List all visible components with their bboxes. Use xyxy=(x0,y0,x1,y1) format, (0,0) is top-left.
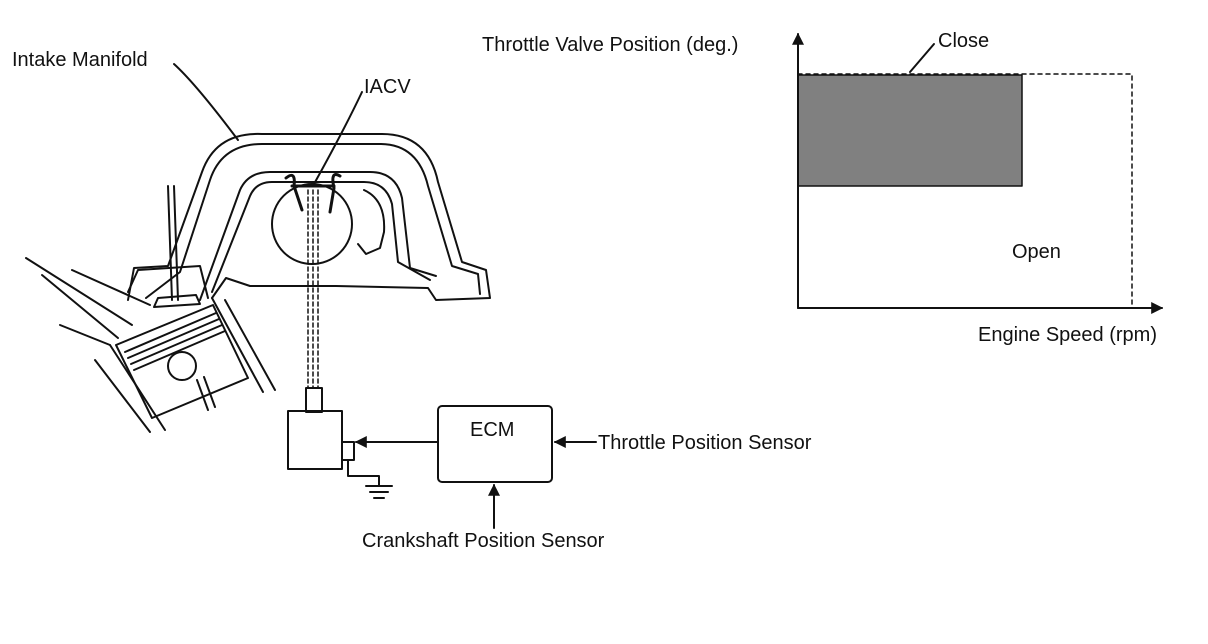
ecm-label: ECM xyxy=(470,419,515,441)
iacv-bypass-valve xyxy=(284,173,342,214)
close-leader xyxy=(909,43,935,73)
intake-manifold xyxy=(127,132,491,301)
iacv-label: IACV xyxy=(364,76,411,98)
graph-close-label: Close xyxy=(938,30,990,52)
throttle-position-sensor-label: Throttle Position Sensor xyxy=(598,432,812,454)
iacv-actuator xyxy=(287,387,355,470)
graph-shaded-region xyxy=(797,74,1023,187)
ecm-box xyxy=(437,405,553,483)
ground-connection xyxy=(347,459,393,499)
graph-y-axis-label: Throttle Valve Position (deg.) xyxy=(482,34,739,56)
crankshaft-position-sensor-label: Crankshaft Position Sensor xyxy=(362,530,605,552)
iacv-shaft xyxy=(307,189,319,389)
piston xyxy=(115,304,249,419)
graph xyxy=(792,32,1164,314)
graph-x-axis-label: Engine Speed (rpm) xyxy=(978,324,1157,346)
engine-cylinder xyxy=(25,257,276,433)
intake-manifold-label: Intake Manifold xyxy=(12,49,148,71)
intake-valve xyxy=(153,185,201,308)
graph-open-label: Open xyxy=(1012,241,1061,263)
piston-pin xyxy=(167,351,197,381)
throttle-valve xyxy=(271,183,353,265)
iacv-leader xyxy=(313,91,363,185)
graph-dashed-boundary xyxy=(797,73,1133,309)
intake-manifold-leader xyxy=(173,63,239,141)
